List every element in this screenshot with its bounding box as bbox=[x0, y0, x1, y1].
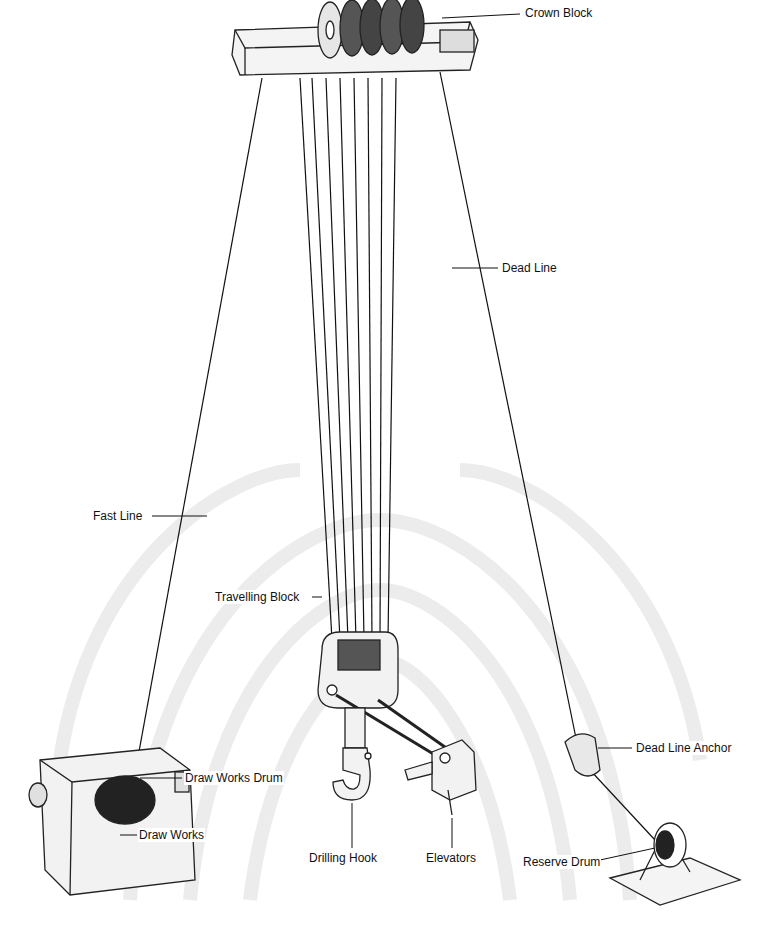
part-label: Draw Works bbox=[138, 828, 205, 842]
part-label: Dead Line bbox=[501, 261, 558, 275]
part-label: Elevators bbox=[425, 851, 477, 865]
draw-works bbox=[29, 748, 195, 895]
leader-lines bbox=[120, 14, 655, 860]
drilling-hook bbox=[333, 708, 371, 800]
part-label: Drilling Hook bbox=[308, 851, 378, 865]
elevators bbox=[405, 740, 476, 815]
crown-block bbox=[232, 0, 478, 75]
reserve-drum bbox=[610, 823, 740, 905]
travelling-block bbox=[318, 632, 452, 758]
part-label: Travelling Block bbox=[214, 590, 300, 604]
part-label: Draw Works Drum bbox=[184, 771, 284, 785]
dead-line-anchor bbox=[565, 734, 600, 776]
part-label: Fast Line bbox=[92, 509, 143, 523]
part-label: Reserve Drum bbox=[522, 855, 601, 869]
wire-lines bbox=[132, 72, 655, 840]
part-label: Dead Line Anchor bbox=[635, 741, 732, 755]
part-label: Crown Block bbox=[524, 6, 593, 20]
